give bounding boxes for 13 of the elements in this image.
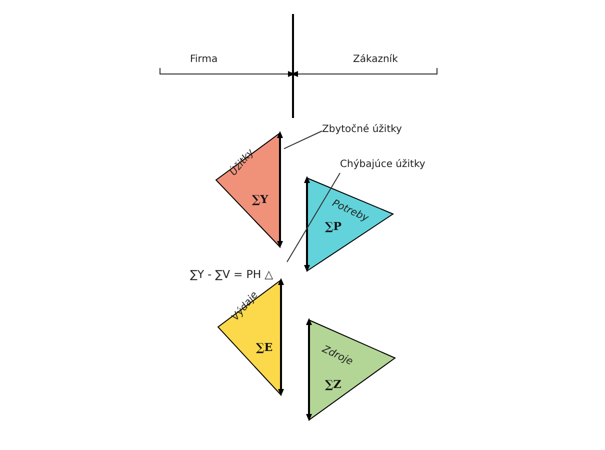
sum-formula: ∑P (325, 220, 342, 233)
side-label: Zákazník (353, 54, 398, 65)
callout-text: Chýbajúce úžitky (340, 159, 426, 170)
arrow (160, 68, 295, 77)
side-label: Firma (190, 54, 218, 65)
arrow (291, 68, 438, 77)
leader-line (286, 172, 340, 262)
sum-formula: ∑Y (252, 193, 268, 206)
callout-text: Zbytočné úžitky (322, 124, 402, 135)
sum-formula: ∑E (256, 341, 273, 354)
divider-line (292, 14, 294, 118)
sum-formula: ∑Z (325, 378, 342, 391)
formula-label: ∑Y - ∑V = PH △ (190, 268, 274, 281)
